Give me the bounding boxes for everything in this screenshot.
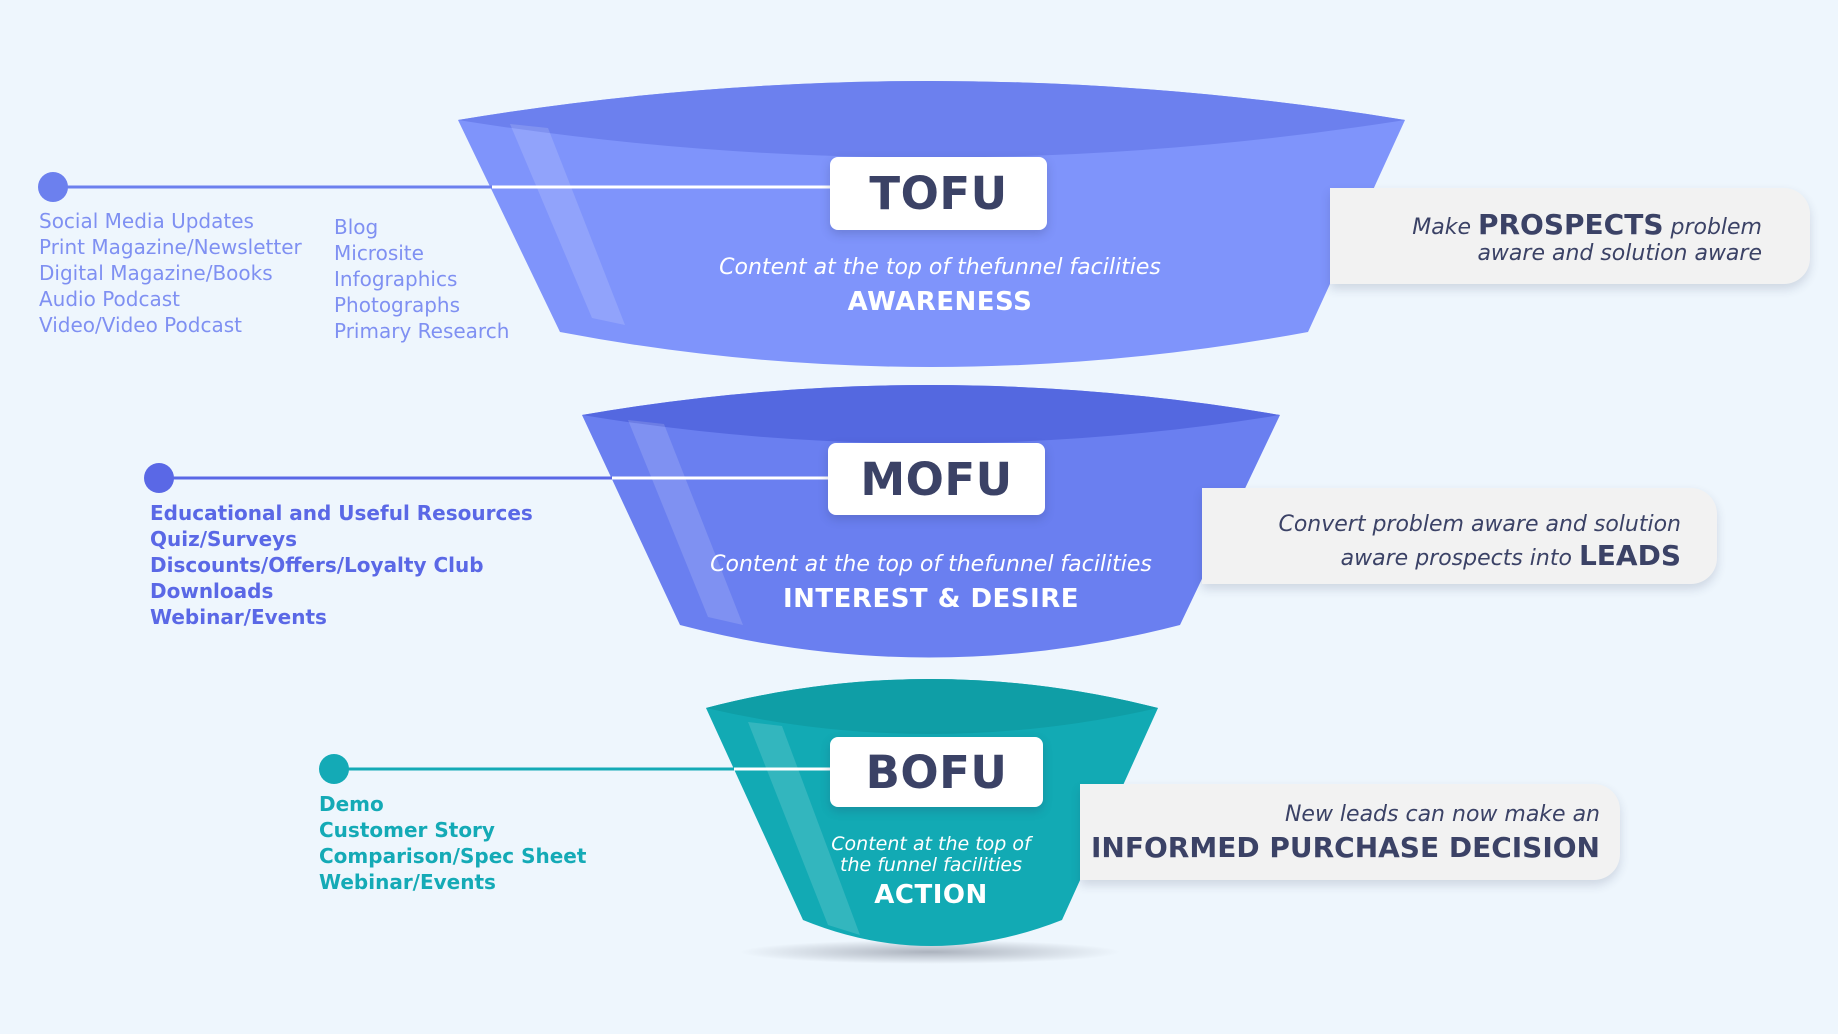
list-item: Customer Story bbox=[319, 818, 495, 842]
tofu-description: Content at the top of thefunnel faciliti… bbox=[719, 255, 1161, 280]
list-item: Print Magazine/Newsletter bbox=[39, 235, 302, 259]
mofu-callout-line1: Convert problem aware and solution bbox=[1278, 512, 1681, 537]
list-item: Photographs bbox=[334, 293, 461, 317]
bofu-highlight bbox=[748, 722, 860, 935]
tofu-callout: Make PROSPECTS problem aware and solutio… bbox=[1330, 188, 1810, 284]
bofu-callout-line1: New leads can now make an bbox=[1284, 802, 1600, 827]
mofu-funnel-section bbox=[582, 385, 1280, 658]
mofu-stage-name: INTEREST & DESIRE bbox=[783, 584, 1079, 614]
mofu-callout: Convert problem aware and solution aware… bbox=[1202, 488, 1717, 584]
mofu-callout-strong: LEADS bbox=[1578, 539, 1681, 572]
bofu-connector-dot bbox=[319, 754, 349, 784]
list-item: Downloads bbox=[150, 579, 274, 603]
list-item: Demo bbox=[319, 792, 384, 816]
tofu-callout-post2: aware and solution aware bbox=[1477, 241, 1762, 266]
bofu-description-line2: the funnel facilities bbox=[840, 854, 1022, 876]
bofu-funnel-body bbox=[706, 679, 1158, 946]
list-item: Audio Podcast bbox=[39, 287, 180, 311]
tofu-list-right: Blog Microsite Infographics Photographs … bbox=[334, 214, 509, 344]
list-item: Discounts/Offers/Loyalty Club bbox=[150, 553, 484, 577]
mofu-highlight bbox=[628, 420, 743, 625]
bofu-callout-strong: INFORMED PURCHASE DECISION bbox=[1091, 831, 1600, 864]
bofu-list: Demo Customer Story Comparison/Spec Shee… bbox=[319, 791, 586, 895]
list-item: Primary Research bbox=[334, 319, 510, 343]
tofu-callout-pre: Make bbox=[1412, 215, 1478, 240]
mofu-label: MOFU bbox=[828, 443, 1045, 515]
mofu-list: Educational and Useful Resources Quiz/Su… bbox=[150, 500, 533, 630]
list-item: Video/Video Podcast bbox=[39, 313, 242, 337]
mofu-center-text: Content at the top of thefunnel faciliti… bbox=[651, 552, 1211, 614]
list-item: Webinar/Events bbox=[150, 605, 327, 629]
mofu-funnel-rim bbox=[582, 385, 1280, 444]
mofu-connector-dot bbox=[144, 463, 174, 493]
mofu-funnel-body bbox=[582, 385, 1280, 658]
tofu-connector-dot bbox=[38, 172, 68, 202]
list-item: Digital Magazine/Books bbox=[39, 261, 273, 285]
list-item: Infographics bbox=[334, 267, 458, 291]
tofu-stage-name: AWARENESS bbox=[847, 287, 1033, 317]
funnel-ground-shadow bbox=[740, 940, 1120, 964]
list-item: Quiz/Surveys bbox=[150, 527, 298, 551]
list-item: Comparison/Spec Sheet bbox=[319, 844, 587, 868]
bofu-center-text: Content at the top of the funnel facilit… bbox=[781, 833, 1081, 911]
bofu-funnel-rim bbox=[706, 679, 1158, 734]
list-item: Blog bbox=[334, 215, 379, 239]
tofu-label: TOFU bbox=[830, 157, 1047, 230]
mofu-callout-pre: aware prospects into bbox=[1340, 546, 1579, 571]
tofu-funnel-rim bbox=[458, 81, 1405, 158]
tofu-list-left: Social Media Updates Print Magazine/News… bbox=[39, 208, 302, 338]
tofu-center-text: Content at the top of thefunnel faciliti… bbox=[660, 255, 1220, 317]
tofu-callout-post1: problem bbox=[1663, 215, 1762, 240]
bofu-label: BOFU bbox=[830, 737, 1043, 807]
tofu-highlight bbox=[510, 124, 625, 325]
list-item: Social Media Updates bbox=[39, 209, 254, 233]
bofu-stage-name: ACTION bbox=[874, 880, 988, 910]
list-item: Microsite bbox=[334, 241, 424, 265]
bofu-callout: New leads can now make an INFORMED PURCH… bbox=[1080, 784, 1620, 880]
bofu-funnel-section bbox=[706, 679, 1158, 946]
list-item: Educational and Useful Resources bbox=[150, 501, 533, 525]
bofu-description-line1: Content at the top of bbox=[831, 833, 1031, 855]
list-item: Webinar/Events bbox=[319, 870, 496, 894]
tofu-callout-strong: PROSPECTS bbox=[1477, 208, 1664, 241]
mofu-description: Content at the top of thefunnel faciliti… bbox=[710, 552, 1152, 577]
